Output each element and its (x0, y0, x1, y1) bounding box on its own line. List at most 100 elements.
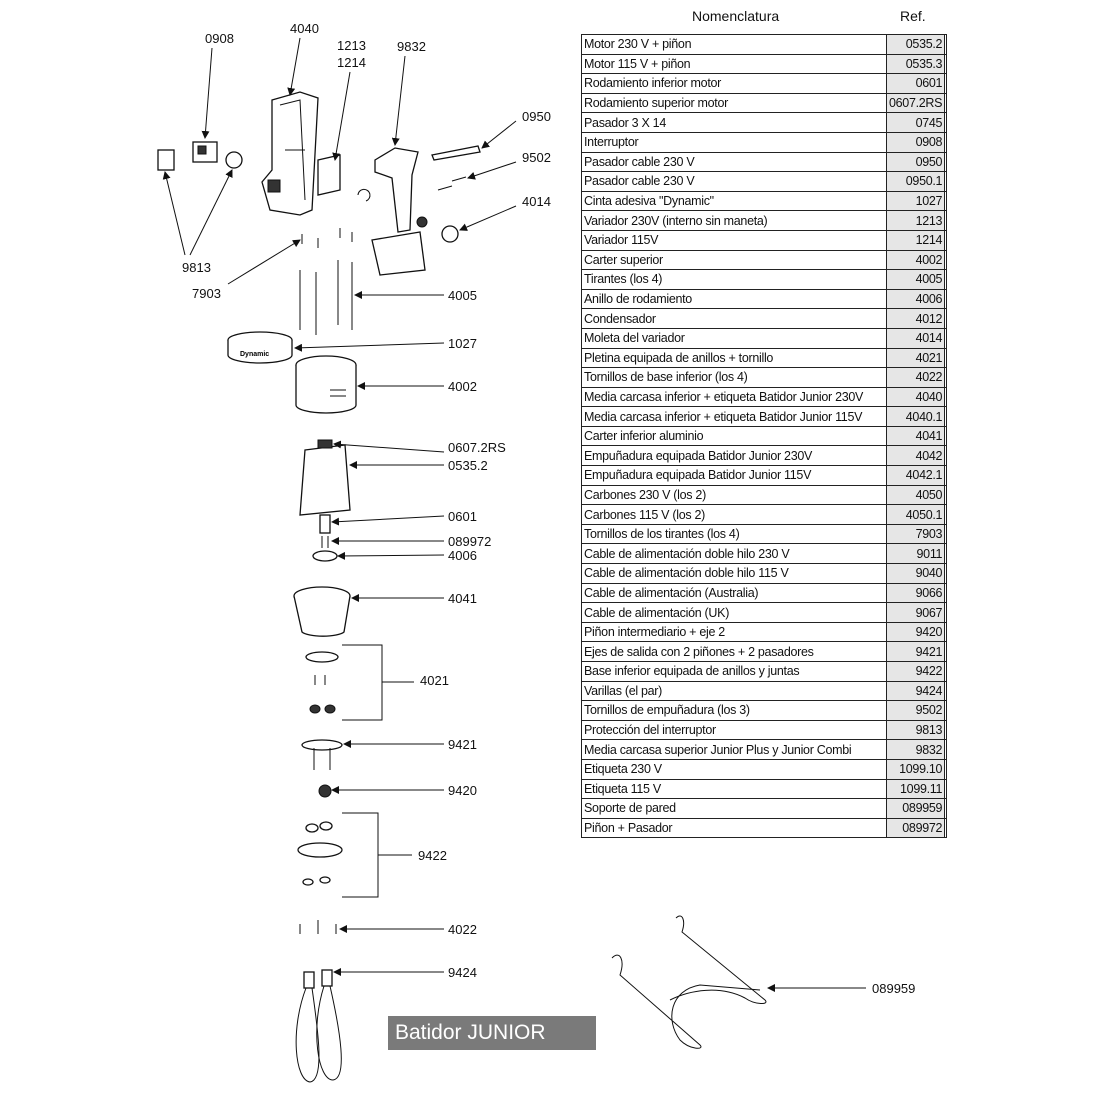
part-ref: 9421 (885, 641, 946, 662)
part-ref: 0950 (885, 151, 946, 173)
adhesive-band-part-1027: Dynamic (227, 331, 293, 364)
switch-part-0908 (157, 141, 243, 171)
part-ref: 9502 (885, 700, 946, 721)
spacer-cell (944, 229, 948, 251)
upper-carter-part-4002 (295, 355, 357, 414)
intermediate-gear-part-9420 (318, 784, 332, 798)
spacer-cell (944, 602, 948, 623)
part-ref: 0535.2 (885, 34, 946, 55)
part-name: Piñon intermediario + eje 2 (581, 621, 887, 643)
spacer-cell (944, 563, 948, 584)
spacer-cell (944, 523, 948, 545)
spacer-cell (944, 288, 948, 310)
leader-lines (162, 37, 866, 992)
part-ref: 4022 (885, 367, 946, 388)
spacer-cell (944, 112, 948, 133)
tie-rod-screws-part-7903 (301, 228, 353, 248)
lower-housing-part-4040 (261, 91, 319, 216)
label-4014: 4014 (522, 194, 551, 209)
part-name: Tornillos de empuñadura (los 3) (581, 700, 887, 721)
part-ref: 4021 (885, 347, 946, 369)
part-ref: 0745 (885, 112, 946, 133)
label-4021: 4021 (420, 673, 449, 688)
part-ref: 9420 (885, 621, 946, 643)
table-row: Media carcasa superior Junior Plus y Jun… (581, 739, 948, 760)
label-4005: 4005 (448, 288, 477, 303)
label-9421: 9421 (448, 737, 477, 752)
part-name: Cable de alimentación (Australia) (581, 582, 887, 604)
label-4022: 4022 (448, 922, 477, 937)
spacer-cell (944, 386, 948, 408)
bearing-ring-part-4006 (312, 550, 338, 562)
part-ref: 0607.2RS (885, 92, 946, 114)
spacer-cell (944, 367, 948, 388)
part-name: Ejes de salida con 2 piñones + 2 pasador… (581, 641, 887, 662)
screws-part-9502 (437, 176, 467, 191)
spacer-cell (944, 700, 948, 721)
lower-carter-part-4041 (293, 586, 351, 637)
spacer-cell (944, 347, 948, 369)
part-name: Moleta del variador (581, 327, 887, 349)
upper-housing-part-9832 (357, 147, 428, 276)
header-ref: Ref. (900, 8, 926, 24)
spacer-cell (944, 817, 948, 839)
spacer-cell (944, 53, 948, 75)
part-ref: 4012 (885, 308, 946, 329)
table-row: Media carcasa inferior + etiqueta Batido… (581, 386, 948, 408)
table-row: Variador 230V (interno sin maneta)1213 (581, 210, 948, 231)
spacer-cell (944, 484, 948, 506)
part-ref: 4042.1 (885, 465, 946, 486)
label-0607-2rs: 0607.2RS (448, 440, 506, 455)
part-ref: 089959 (885, 798, 946, 819)
part-ref: 4042 (885, 445, 946, 467)
table-row: Carbones 115 V (los 2)4050.1 (581, 504, 948, 525)
part-ref: 4050.1 (885, 504, 946, 525)
part-name: Motor 115 V + piñon (581, 53, 887, 75)
lower-base-part-9422 (297, 812, 379, 898)
part-name: Variador 230V (interno sin maneta) (581, 210, 887, 231)
part-name: Cable de alimentación (UK) (581, 602, 887, 623)
label-4006: 4006 (448, 548, 477, 563)
spacer-cell (944, 151, 948, 173)
part-ref: 7903 (885, 523, 946, 545)
part-name: Carter superior (581, 249, 887, 271)
table-row: Carbones 230 V (los 2)4050 (581, 484, 948, 506)
part-labels: 0908 4040 1213 1214 9832 0950 9502 4014 … (182, 21, 915, 996)
part-name: Condensador (581, 308, 887, 329)
base-screws-part-4022 (299, 920, 337, 934)
part-ref: 9832 (885, 739, 946, 760)
svg-text:Dynamic: Dynamic (240, 351, 269, 358)
spacer-cell (944, 543, 948, 565)
part-name: Carbones 115 V (los 2) (581, 504, 887, 525)
part-ref: 1213 (885, 210, 946, 231)
part-ref: 9422 (885, 661, 946, 682)
wall-support-part-089959 (611, 915, 767, 1049)
part-name: Cable de alimentación doble hilo 115 V (581, 563, 887, 584)
label-9420: 9420 (448, 783, 477, 798)
label-089959: 089959 (872, 981, 915, 996)
spacer-cell (944, 92, 948, 114)
plate-part-4021 (305, 644, 383, 721)
cable-pin-part-0950 (431, 145, 481, 161)
spacer-cell (944, 327, 948, 349)
spacer-cell (944, 445, 948, 467)
label-1214: 1214 (337, 55, 366, 70)
spacer-cell (944, 680, 948, 702)
label-4040: 4040 (290, 21, 319, 36)
part-name: Tirantes (los 4) (581, 269, 887, 290)
label-4002: 4002 (448, 379, 477, 394)
spacer-cell (944, 504, 948, 525)
spacer-cell (944, 425, 948, 447)
label-7903: 7903 (192, 286, 221, 301)
table-row: Cable de alimentación (Australia)9066 (581, 582, 948, 604)
